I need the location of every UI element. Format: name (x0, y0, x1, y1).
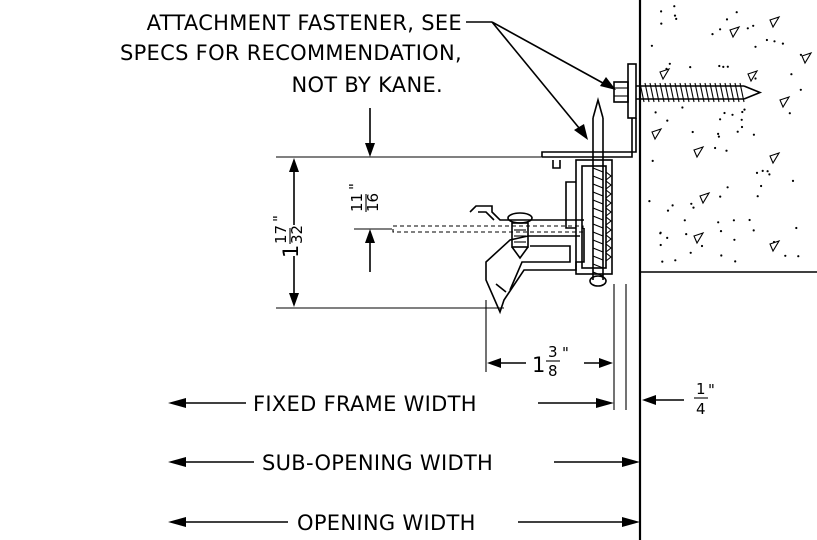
concrete-aggregate (648, 5, 813, 263)
depth-whole: 1 (532, 353, 546, 377)
gap-numerator: 1 (696, 380, 706, 398)
height-numerator: 17 (272, 225, 290, 244)
height-dimension: 1 17 32 " (270, 156, 542, 309)
height-denominator: 32 (288, 225, 306, 244)
lip-inch-mark: " (346, 183, 364, 190)
sub-opening-width-dimension: SUB-OPENING WIDTH (168, 451, 640, 475)
sub-opening-width-label: SUB-OPENING WIDTH (262, 451, 493, 475)
gap-denominator: 4 (696, 400, 706, 418)
infill-panel (392, 225, 584, 233)
callout-line-2: SPECS FOR RECOMMENDATION, (120, 41, 462, 65)
lip-denominator: 16 (364, 193, 382, 212)
attachment-fastener-icon (613, 63, 763, 119)
gap-inch-mark: " (708, 381, 715, 399)
extension-lines (485, 284, 627, 410)
height-inch-mark: " (270, 215, 288, 222)
anchor-pin-icon (589, 97, 607, 287)
lip-dimension: 11 16 " (346, 108, 392, 272)
lip-numerator: 11 (348, 193, 366, 212)
fixed-frame-width-label: FIXED FRAME WIDTH (253, 392, 477, 416)
callout-line-3: NOT BY KANE. (291, 73, 443, 97)
depth-dimension: 1 3 8 " (487, 343, 613, 380)
depth-inch-mark: " (562, 344, 569, 362)
opening-width-label: OPENING WIDTH (297, 511, 476, 535)
opening-width-dimension: OPENING WIDTH (168, 511, 640, 535)
concrete-wall (638, 0, 817, 540)
callout-line-1: ATTACHMENT FASTENER, SEE (147, 11, 462, 35)
gap-dimension: 1 4 " (642, 380, 715, 418)
height-whole: 1 (279, 244, 303, 258)
frame-extrusion (469, 159, 613, 315)
mounting-angle (541, 118, 637, 158)
fastener-callout: ATTACHMENT FASTENER, SEE SPECS FOR RECOM… (120, 11, 616, 140)
depth-numerator: 3 (548, 343, 558, 361)
depth-denominator: 8 (548, 362, 558, 380)
fixed-frame-width-dimension: FIXED FRAME WIDTH (168, 392, 614, 416)
